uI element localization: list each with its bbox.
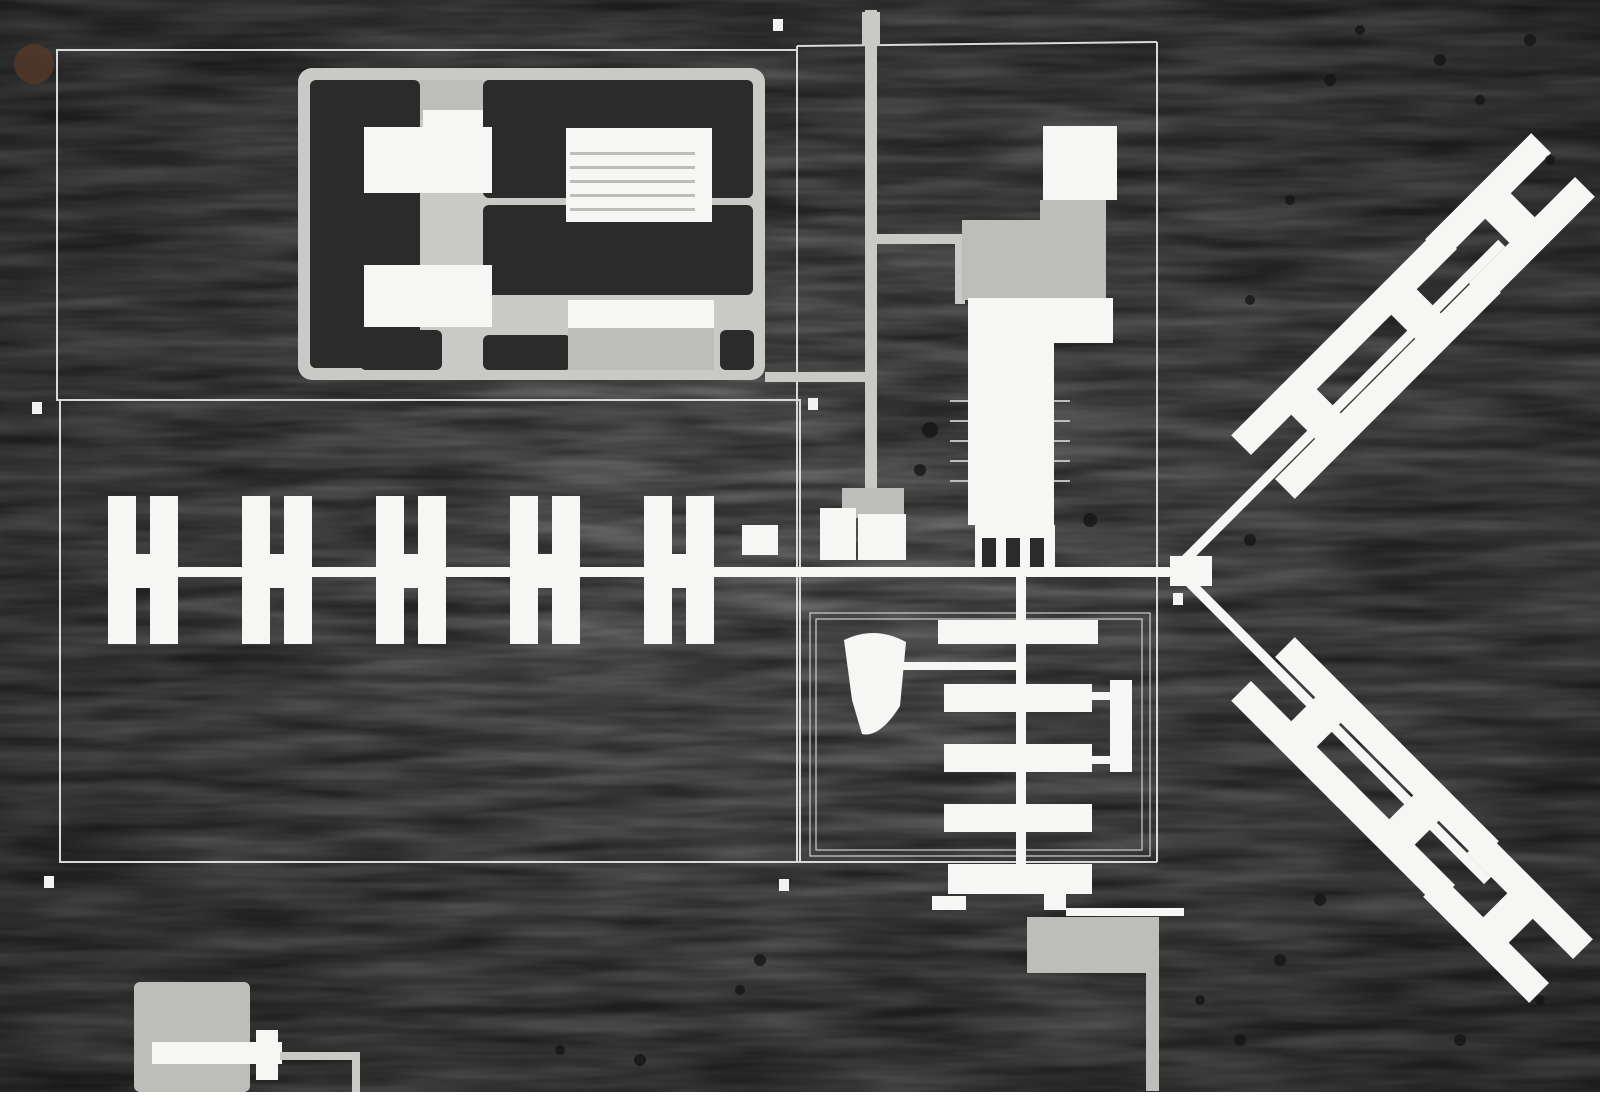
stain-mark [14, 44, 54, 84]
model-trees [555, 25, 1555, 1066]
south-east-wing [1172, 565, 1593, 1003]
west-ward-blocks [108, 496, 714, 644]
corner-markers [32, 19, 1183, 891]
bottom-left-compound [134, 982, 360, 1092]
main-building [742, 126, 1117, 569]
service-compound [298, 68, 765, 380]
north-east-wing [1172, 133, 1595, 573]
site-boundaries [56, 41, 1158, 863]
access-roads [765, 10, 965, 490]
south-compound [844, 577, 1184, 1091]
